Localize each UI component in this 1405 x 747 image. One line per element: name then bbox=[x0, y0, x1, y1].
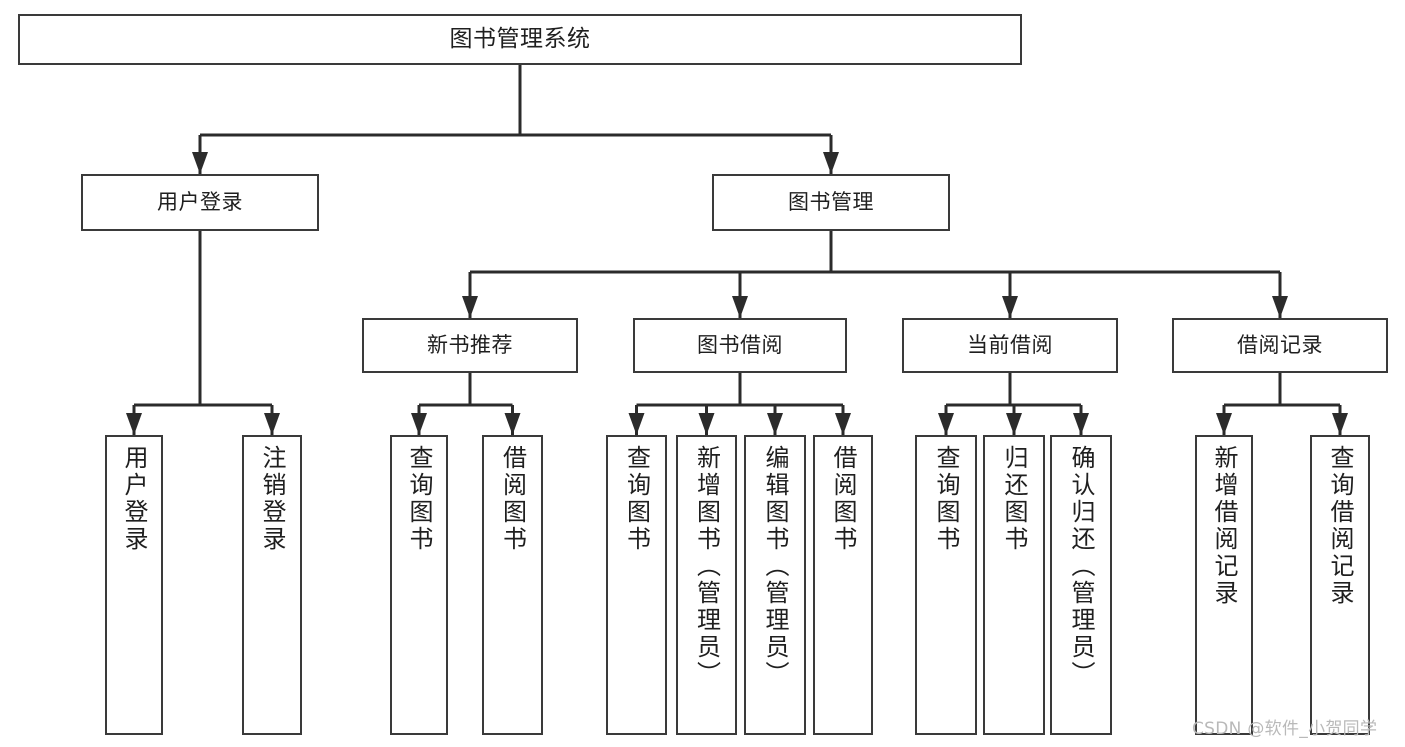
node-current-borrow[interactable]: 当前借阅 bbox=[902, 318, 1118, 373]
node-leaf-confirm[interactable]: 确认归还（管理员） bbox=[1050, 435, 1112, 735]
node-label: 注销登录 bbox=[258, 445, 286, 553]
node-book-manage[interactable]: 图书管理 bbox=[712, 174, 950, 231]
arrowhead bbox=[504, 413, 521, 435]
node-leaf-user-login[interactable]: 用户登录 bbox=[105, 435, 163, 735]
arrowhead bbox=[192, 152, 208, 174]
arrowhead bbox=[835, 413, 851, 435]
node-label: 图书管理 bbox=[788, 190, 874, 215]
arrowhead bbox=[264, 413, 280, 435]
arrowhead bbox=[1272, 296, 1288, 318]
arrowhead bbox=[938, 413, 954, 435]
arrowhead bbox=[1216, 413, 1232, 435]
arrowhead bbox=[698, 413, 715, 435]
arrowhead bbox=[628, 413, 645, 435]
arrowhead bbox=[767, 413, 783, 435]
node-label: 图书借阅 bbox=[697, 333, 783, 358]
node-leaf-query-2[interactable]: 查询图书 bbox=[606, 435, 667, 735]
node-label: 新书推荐 bbox=[427, 333, 513, 358]
node-leaf-borrow-2[interactable]: 借阅图书 bbox=[813, 435, 873, 735]
node-leaf-query-3[interactable]: 查询图书 bbox=[915, 435, 977, 735]
node-root[interactable]: 图书管理系统 bbox=[18, 14, 1022, 65]
node-label: 借阅图书 bbox=[498, 445, 527, 553]
node-label: 用户登录 bbox=[157, 190, 243, 215]
arrowhead bbox=[1332, 413, 1348, 435]
arrowhead bbox=[462, 296, 478, 318]
node-leaf-add-rec[interactable]: 新增借阅记录 bbox=[1195, 435, 1253, 735]
arrowhead bbox=[1073, 413, 1089, 435]
node-leaf-add-book[interactable]: 新增图书（管理员） bbox=[676, 435, 737, 735]
node-label: 借阅记录 bbox=[1237, 333, 1323, 358]
node-leaf-query-rec[interactable]: 查询借阅记录 bbox=[1310, 435, 1370, 735]
node-label: 借阅图书 bbox=[829, 445, 857, 553]
node-leaf-return[interactable]: 归还图书 bbox=[983, 435, 1045, 735]
node-label: 查询借阅记录 bbox=[1326, 445, 1354, 607]
node-label: 查询图书 bbox=[405, 445, 433, 553]
node-user-login[interactable]: 用户登录 bbox=[81, 174, 319, 231]
node-label: 新增借阅记录 bbox=[1210, 445, 1238, 607]
node-label: 用户登录 bbox=[120, 445, 148, 553]
node-label: 图书管理系统 bbox=[449, 25, 591, 52]
arrowhead bbox=[1002, 296, 1018, 318]
node-label: 确认归还（管理员） bbox=[1067, 445, 1095, 688]
node-leaf-logout[interactable]: 注销登录 bbox=[242, 435, 302, 735]
node-new-book-rec[interactable]: 新书推荐 bbox=[362, 318, 578, 373]
node-label: 归还图书 bbox=[1000, 445, 1028, 553]
node-label: 新增图书（管理员） bbox=[692, 445, 721, 688]
node-book-borrow[interactable]: 图书借阅 bbox=[633, 318, 847, 373]
arrowhead bbox=[411, 413, 427, 435]
node-leaf-query-1[interactable]: 查询图书 bbox=[390, 435, 448, 735]
arrowhead bbox=[823, 152, 839, 174]
node-label: 编辑图书（管理员） bbox=[761, 445, 789, 688]
node-borrow-record[interactable]: 借阅记录 bbox=[1172, 318, 1388, 373]
node-leaf-edit-book[interactable]: 编辑图书（管理员） bbox=[744, 435, 806, 735]
node-leaf-borrow-1[interactable]: 借阅图书 bbox=[482, 435, 543, 735]
node-label: 查询图书 bbox=[622, 445, 651, 553]
arrowhead bbox=[126, 413, 142, 435]
node-label: 当前借阅 bbox=[967, 333, 1053, 358]
node-label: 查询图书 bbox=[932, 445, 960, 553]
arrowhead bbox=[732, 296, 748, 318]
arrowhead bbox=[1006, 413, 1022, 435]
